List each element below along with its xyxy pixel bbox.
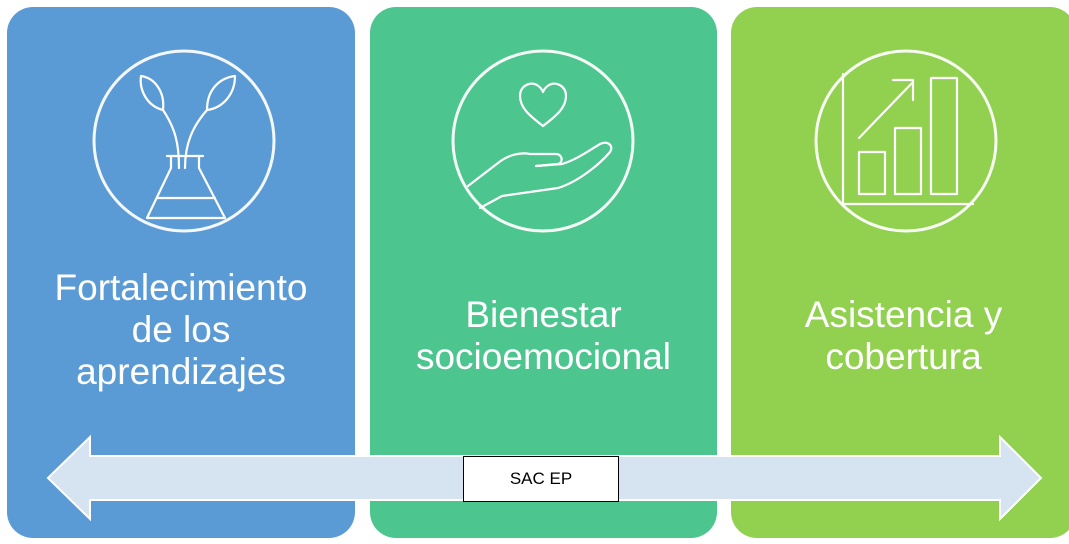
arrow-label: SAC EP bbox=[509, 469, 573, 488]
label-line: de los bbox=[131, 309, 231, 350]
label-line: socioemocional bbox=[415, 336, 672, 377]
growth-chart-icon bbox=[813, 48, 999, 234]
panel-label-fortalecimiento: Fortalecimiento de los aprendizajes bbox=[17, 267, 345, 393]
panel-fortalecimiento: Fortalecimiento de los aprendizajes bbox=[7, 7, 355, 538]
label-line: aprendizajes bbox=[76, 351, 286, 392]
heart-hand-icon bbox=[450, 48, 636, 234]
arrow-label-box: SAC EP bbox=[463, 456, 619, 502]
label-line: Bienestar bbox=[465, 294, 622, 335]
plant-flask-icon bbox=[91, 48, 277, 234]
label-line: Fortalecimiento bbox=[54, 267, 308, 308]
panel-label-bienestar: Bienestar socioemocional bbox=[380, 294, 707, 378]
label-line: cobertura bbox=[825, 336, 982, 377]
label-line: Asistencia y bbox=[804, 294, 1003, 335]
panel-label-asistencia: Asistencia y cobertura bbox=[741, 294, 1066, 378]
panel-asistencia: Asistencia y cobertura bbox=[731, 7, 1069, 538]
